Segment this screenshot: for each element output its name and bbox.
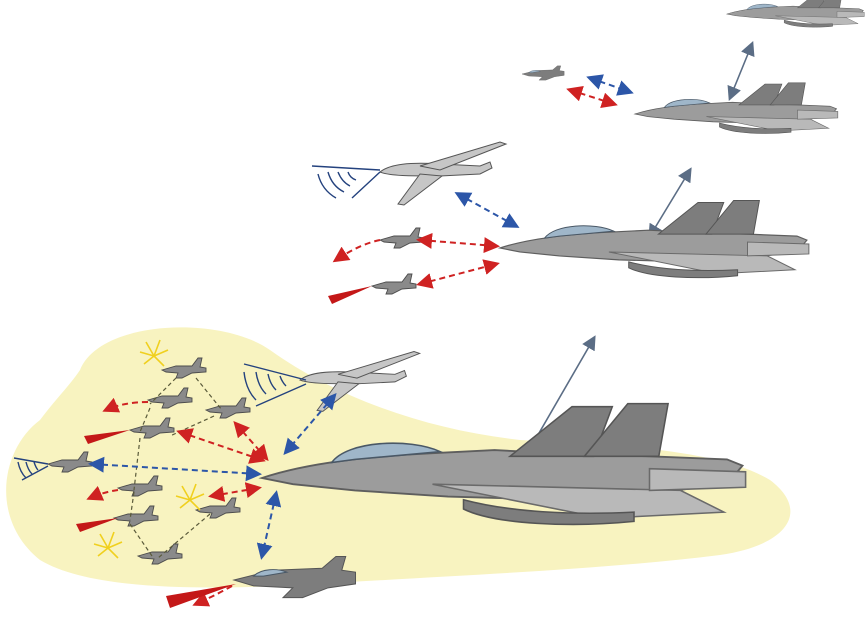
uav-drone-icon bbox=[379, 141, 507, 206]
flare-burst-icon bbox=[175, 483, 205, 511]
fighter-jet-icon bbox=[726, 0, 865, 28]
radar-beam-icon bbox=[243, 363, 307, 407]
jammer-cone-icon bbox=[328, 286, 372, 304]
flare-burst-icon bbox=[93, 531, 123, 559]
radar-beam-icon bbox=[311, 165, 381, 199]
fighter-jet-icon bbox=[499, 199, 810, 279]
radar-beam-icon bbox=[13, 457, 49, 481]
stealth-fighter-icon bbox=[521, 65, 565, 81]
loyal-wingman-drone-icon bbox=[379, 227, 425, 249]
loyal-wingman-drone-icon bbox=[371, 273, 417, 295]
swarm-formation-links bbox=[129, 377, 223, 559]
flare-burst-icon bbox=[139, 339, 169, 367]
jammer-cone-icon bbox=[166, 584, 236, 608]
jammer-cone-icon bbox=[84, 430, 130, 444]
jammer-cone-icon bbox=[76, 518, 118, 532]
fighter-jet-icon bbox=[634, 82, 839, 134]
